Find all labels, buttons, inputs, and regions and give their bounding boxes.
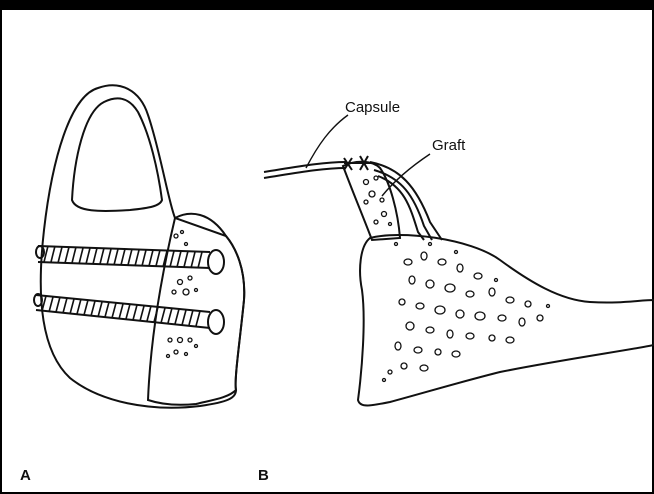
panel-b-label: B xyxy=(258,467,269,484)
graft-label: Graft xyxy=(432,137,466,154)
screw-bottom xyxy=(36,295,210,328)
suture-knot xyxy=(344,156,372,170)
panel-a-label: A xyxy=(20,467,31,484)
panel-b-section xyxy=(264,115,654,406)
capsule-leader xyxy=(306,115,348,168)
screw-top xyxy=(38,246,210,268)
screw-washer-top xyxy=(208,250,224,274)
scapula-texture xyxy=(383,243,550,382)
capsule-line xyxy=(264,162,346,172)
bone-graft-block xyxy=(148,214,244,405)
screw-washer-bottom xyxy=(208,310,224,334)
bone-graft-wedge xyxy=(343,162,400,240)
capsule-label: Capsule xyxy=(345,99,400,116)
graft-a-texture xyxy=(167,231,198,358)
scapula-section xyxy=(358,235,654,406)
